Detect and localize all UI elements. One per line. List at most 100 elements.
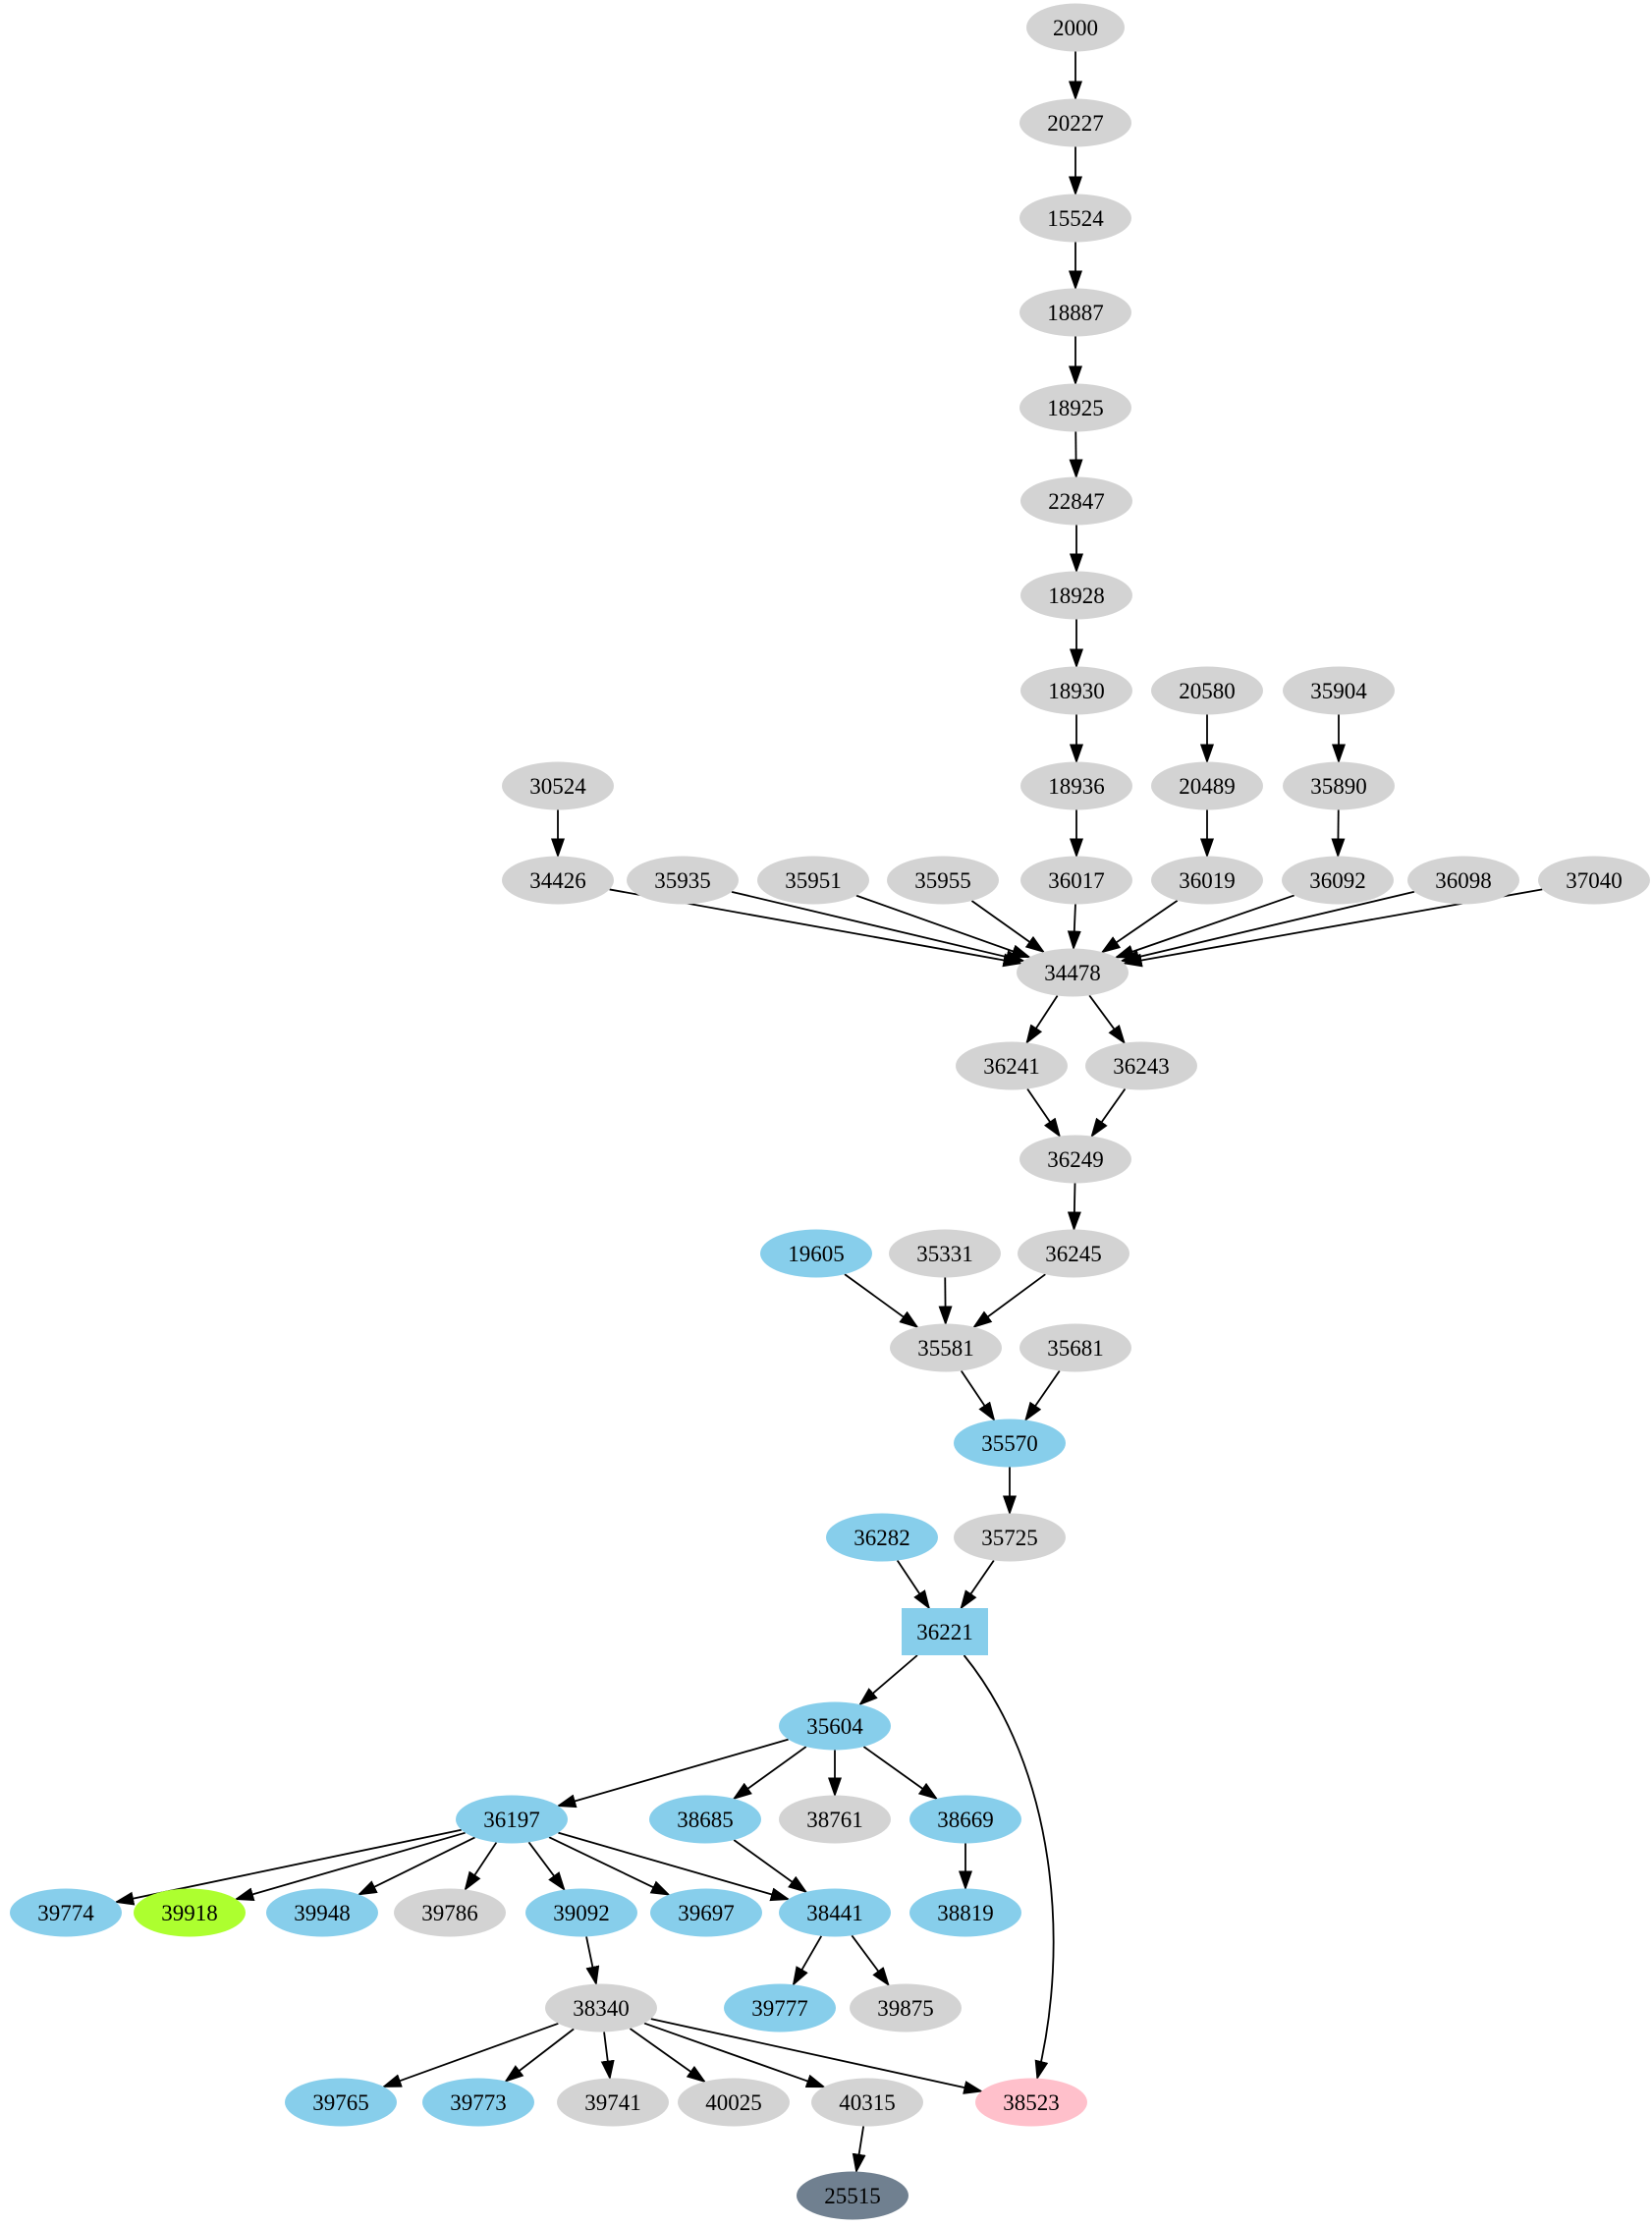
- node-label: 39777: [751, 1996, 808, 2021]
- node-35570: 35570: [954, 1419, 1066, 1468]
- node-ellipse-shape: [954, 1419, 1066, 1468]
- node-ellipse-shape: [545, 1983, 657, 2032]
- node-ellipse-shape: [850, 1983, 962, 2032]
- node-36092: 36092: [1282, 856, 1394, 905]
- node-label: 38523: [1003, 2090, 1060, 2115]
- node-ellipse-shape: [557, 2078, 669, 2127]
- edge-36197-39918: [234, 1831, 466, 1902]
- node-ellipse-shape: [502, 761, 614, 810]
- node-label: 20489: [1179, 774, 1236, 799]
- node-38340: 38340: [545, 1983, 657, 2032]
- node-label: 36221: [916, 1620, 973, 1644]
- node-label: 39875: [877, 1996, 934, 2021]
- edge-36019-34478: [1100, 900, 1179, 954]
- node-18936: 18936: [1020, 761, 1132, 810]
- node-label: 36098: [1435, 868, 1492, 893]
- node-label: 38669: [937, 1808, 994, 1832]
- edge-34478-36241: [1025, 995, 1059, 1045]
- node-label: 30524: [529, 774, 586, 799]
- node-38523: 38523: [975, 2078, 1087, 2127]
- edge-38340-39765: [381, 2022, 559, 2088]
- node-label: 25515: [824, 2184, 881, 2208]
- node-40025: 40025: [678, 2078, 790, 2127]
- edge-36197-39092: [527, 1841, 566, 1892]
- edge-38340-40315: [643, 2022, 826, 2088]
- node-ellipse-shape: [1019, 1135, 1131, 1184]
- node-ellipse-shape: [890, 1323, 1002, 1372]
- edge-39092-38340: [585, 1936, 600, 1986]
- node-ellipse-shape: [627, 856, 739, 905]
- node-35904: 35904: [1283, 666, 1395, 715]
- edge-35955-34478: [970, 900, 1046, 954]
- node-39948: 39948: [266, 1888, 378, 1937]
- node-36282: 36282: [826, 1513, 938, 1562]
- node-ellipse-shape: [525, 1888, 637, 1937]
- node-35604: 35604: [779, 1701, 891, 1751]
- node-label: 39773: [450, 2090, 507, 2115]
- node-ellipse-shape: [134, 1888, 246, 1937]
- node-36241: 36241: [956, 1041, 1068, 1090]
- edge-38685-38441: [733, 1839, 808, 1894]
- node-label: 2000: [1053, 16, 1098, 40]
- node-label: 39948: [294, 1901, 351, 1925]
- node-label: 38761: [806, 1808, 863, 1832]
- node-20580: 20580: [1151, 666, 1263, 715]
- node-ellipse-shape: [10, 1888, 122, 1937]
- node-39777: 39777: [724, 1983, 836, 2032]
- node-ellipse-shape: [797, 2171, 909, 2220]
- node-18928: 18928: [1020, 571, 1132, 620]
- node-label: 36197: [483, 1808, 540, 1832]
- node-19605: 19605: [760, 1229, 872, 1278]
- node-37040: 37040: [1538, 856, 1650, 905]
- edge-36221-35604: [858, 1654, 918, 1706]
- node-ellipse-shape: [394, 1888, 506, 1937]
- node-38761: 38761: [779, 1795, 891, 1844]
- node-label: 40025: [705, 2090, 762, 2115]
- node-36249: 36249: [1019, 1135, 1131, 1184]
- edge-36243-36249: [1090, 1087, 1127, 1139]
- edge-38340-39773: [504, 2028, 575, 2083]
- node-label: 39765: [312, 2090, 369, 2115]
- node-ellipse-shape: [909, 1888, 1021, 1937]
- node-ellipse-shape: [1151, 761, 1263, 810]
- node-label: 36019: [1179, 868, 1236, 893]
- node-label: 35604: [806, 1714, 863, 1739]
- node-ellipse-shape: [1019, 194, 1131, 243]
- node-label: 37040: [1566, 868, 1623, 893]
- node-label: 36245: [1045, 1242, 1102, 1266]
- node-ellipse-shape: [779, 1888, 891, 1937]
- node-ellipse-shape: [266, 1888, 378, 1937]
- node-38441: 38441: [779, 1888, 891, 1937]
- node-39765: 39765: [285, 2078, 397, 2127]
- node-label: 18887: [1047, 301, 1104, 325]
- node-label: 18925: [1047, 396, 1104, 420]
- node-20227: 20227: [1019, 98, 1131, 147]
- edge-38340-39741: [600, 2032, 615, 2081]
- node-39092: 39092: [525, 1888, 637, 1937]
- edge-38340-38523: [650, 2018, 984, 2094]
- node-25515: 25515: [797, 2171, 909, 2220]
- node-ellipse-shape: [1017, 948, 1129, 997]
- node-ellipse-shape: [1020, 761, 1132, 810]
- node-ellipse-shape: [811, 2078, 923, 2127]
- edge-38441-39777: [792, 1935, 823, 1986]
- node-label: 35890: [1310, 774, 1367, 799]
- edge-35935-34478: [731, 890, 1026, 964]
- edge-35725-36221: [960, 1559, 995, 1610]
- edge-36197-38441: [558, 1831, 791, 1902]
- node-label: 36241: [983, 1054, 1040, 1079]
- node-ellipse-shape: [502, 856, 614, 905]
- edge-36282-36221: [896, 1560, 931, 1610]
- node-ellipse-shape: [456, 1795, 568, 1844]
- node-ellipse-shape: [1020, 666, 1132, 715]
- node-ellipse-shape: [1020, 856, 1132, 905]
- node-36098: 36098: [1407, 856, 1519, 905]
- node-ellipse-shape: [422, 2078, 534, 2127]
- edge-38441-39875: [851, 1934, 890, 1987]
- node-label: 36249: [1047, 1147, 1104, 1172]
- node-label: 35904: [1310, 679, 1367, 703]
- node-35935: 35935: [627, 856, 739, 905]
- node-35951: 35951: [757, 856, 869, 905]
